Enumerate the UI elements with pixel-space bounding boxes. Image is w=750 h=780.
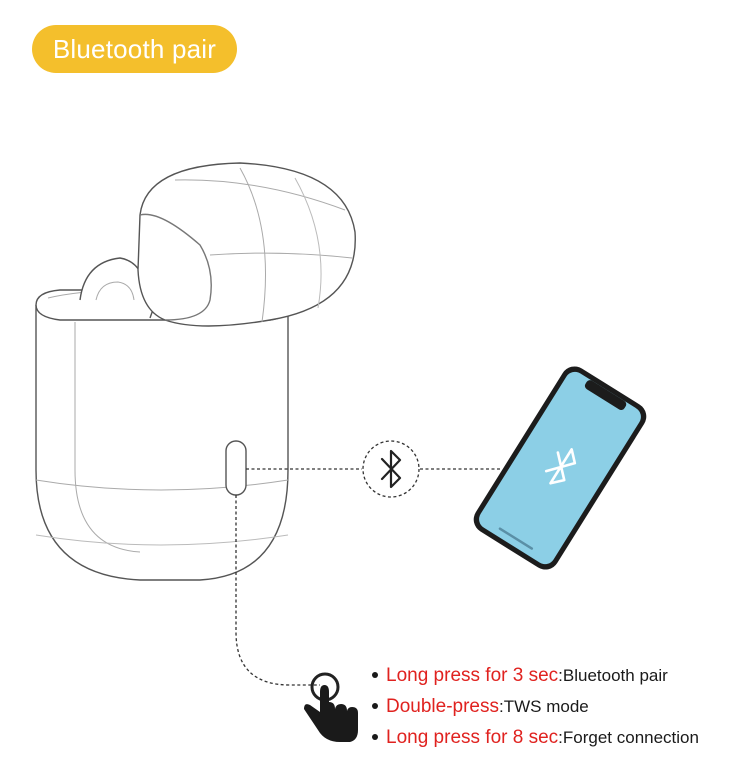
- instruction-list: Long press for 3 sec:Bluetooth pair Doub…: [372, 660, 699, 753]
- title-badge: Bluetooth pair: [32, 25, 237, 73]
- instruction-highlight: Long press for 3 sec: [386, 665, 559, 686]
- instruction-item: Long press for 3 sec:Bluetooth pair: [372, 660, 699, 691]
- instruction-action: :Bluetooth pair: [558, 666, 668, 685]
- earbuds-case: [35, 162, 356, 581]
- instruction-action: :TWS mode: [499, 697, 589, 716]
- instruction-highlight: Long press for 8 sec: [386, 727, 559, 748]
- bullet-dot: [372, 671, 378, 678]
- pointing-hand-icon: [304, 672, 358, 742]
- instruction-highlight: Double-press: [386, 696, 499, 717]
- connection-lines: [235, 468, 502, 686]
- bullet-dot: [372, 733, 378, 740]
- instruction-item: Double-press:TWS mode: [372, 691, 699, 722]
- bluetooth-icon: [362, 440, 420, 498]
- smartphone: [473, 366, 647, 570]
- instruction-action: :Forget connection: [558, 728, 699, 747]
- bullet-dot: [372, 702, 378, 709]
- instruction-item: Long press for 8 sec:Forget connection: [372, 722, 699, 753]
